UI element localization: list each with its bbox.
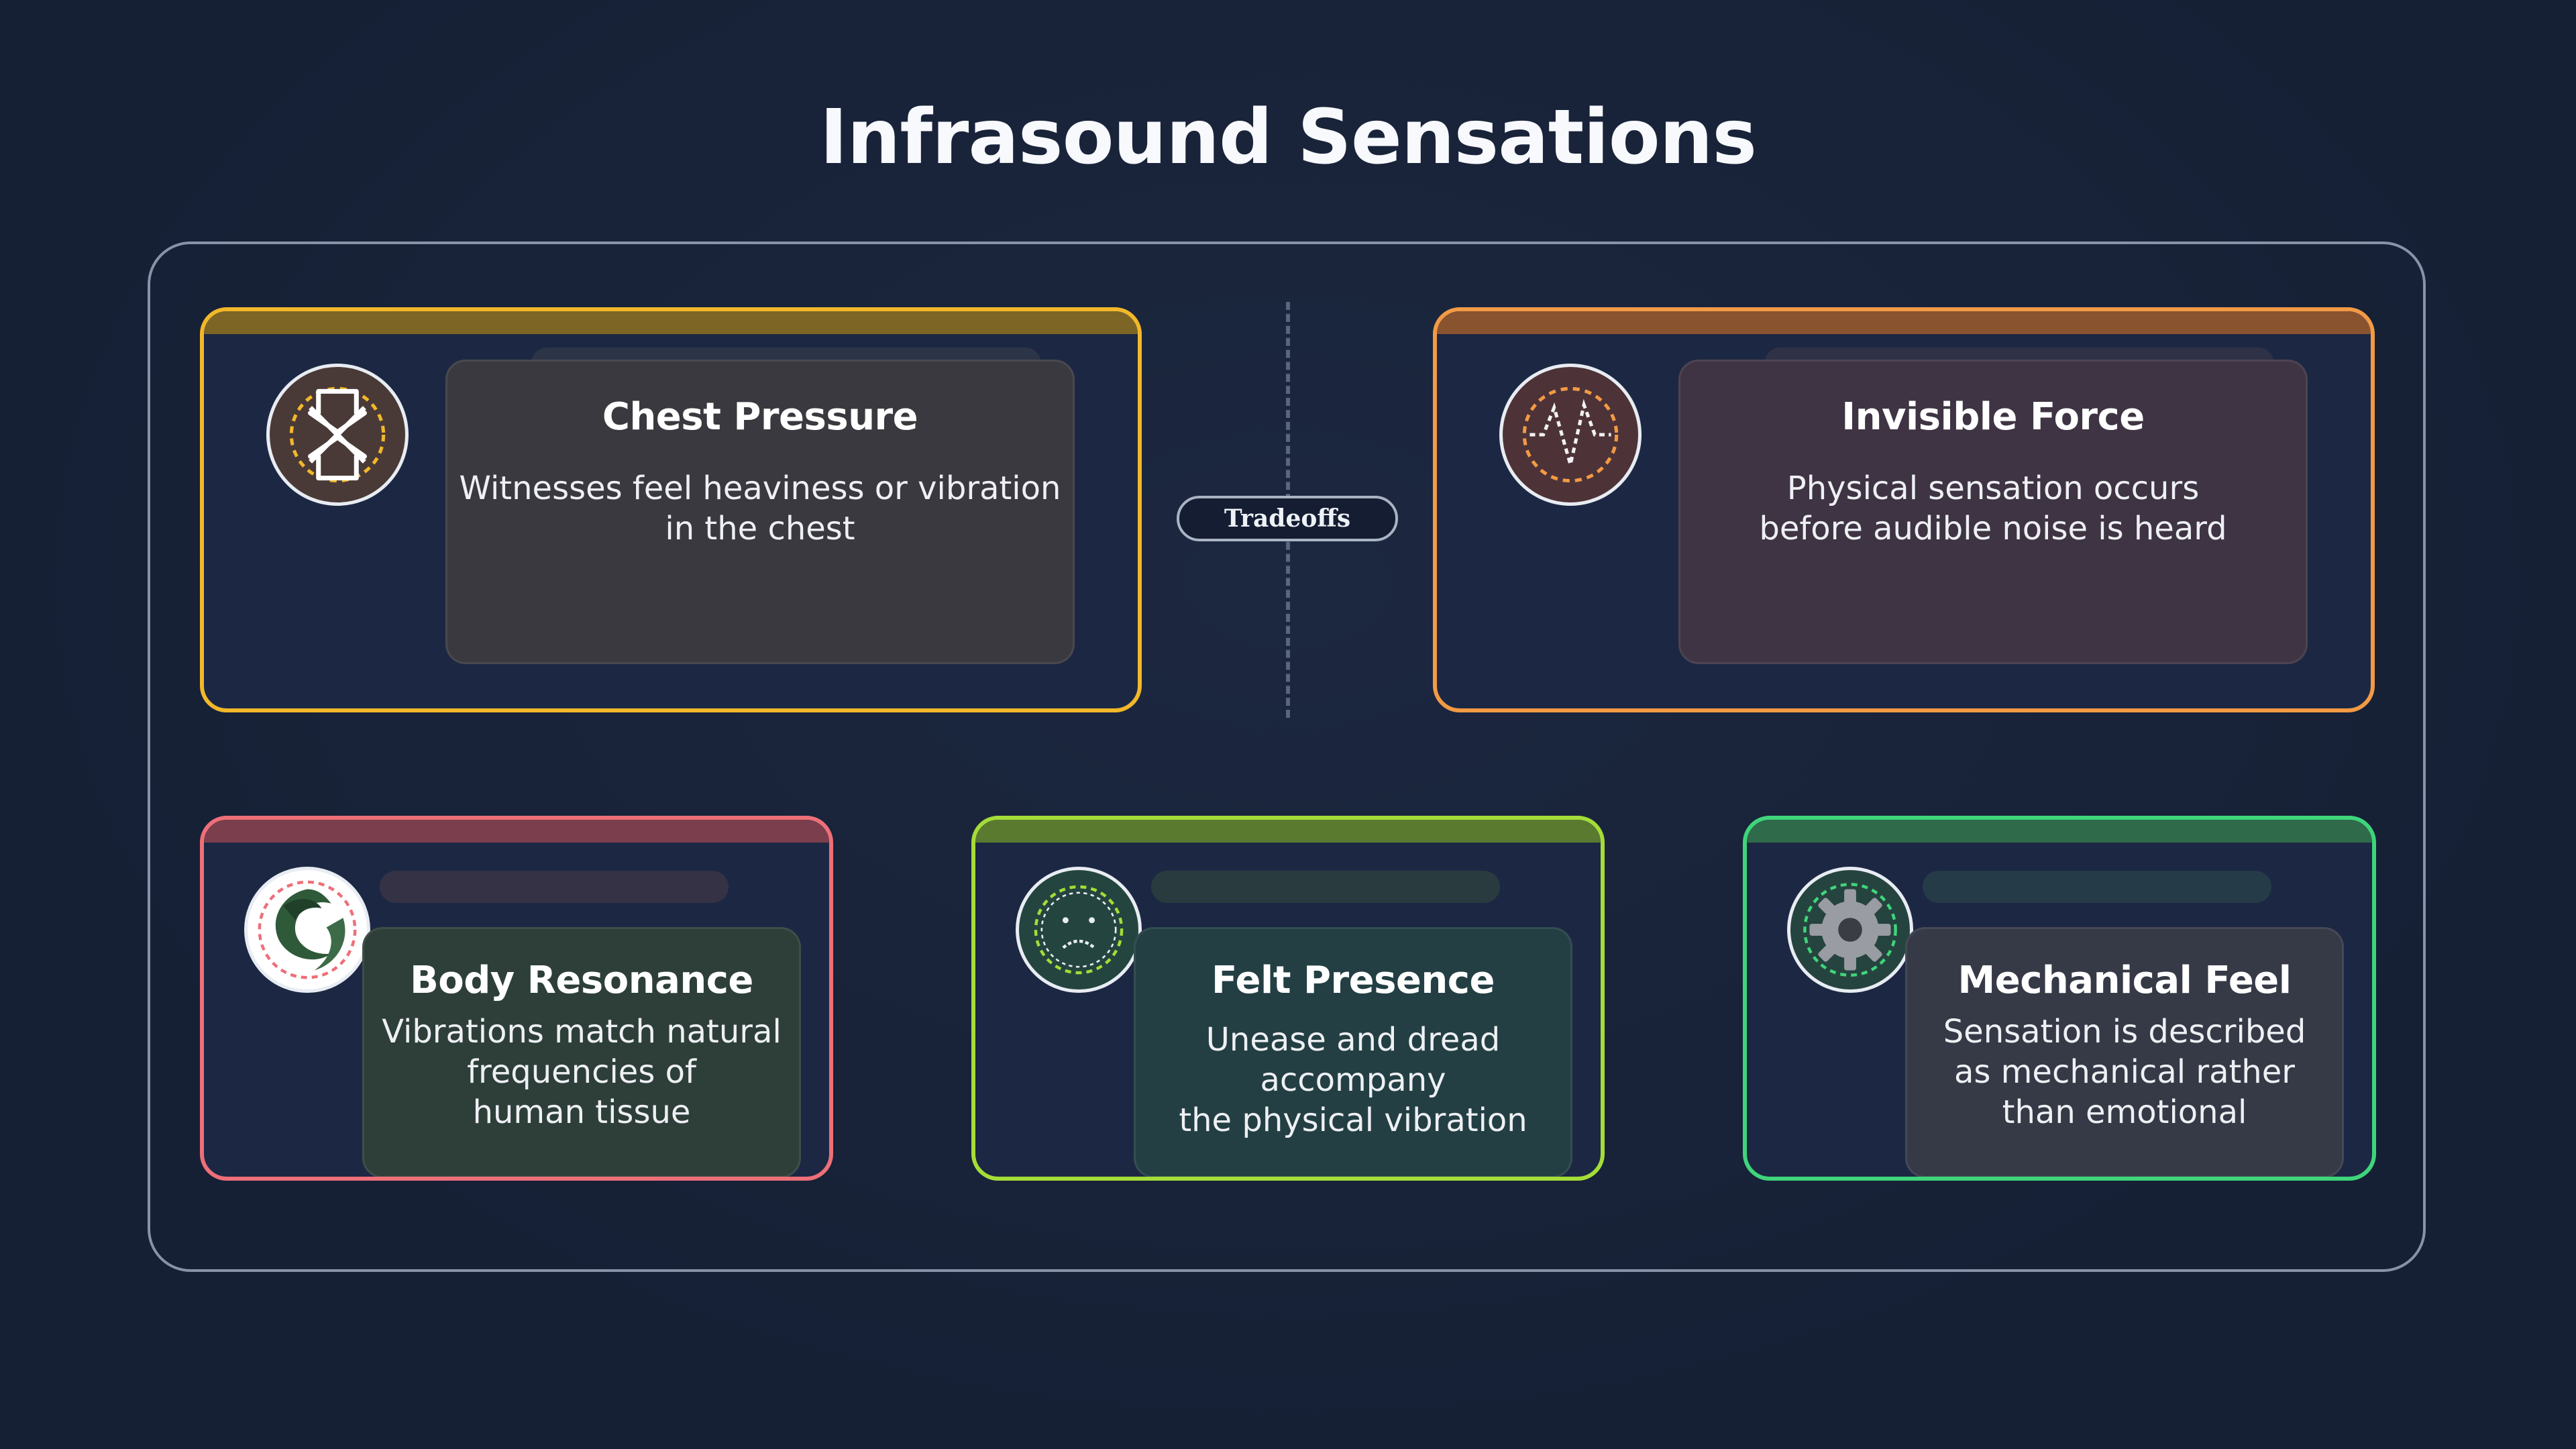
card-felt-presence: Felt Presence Unease and dread accompany…	[971, 816, 1605, 1181]
gear-icon	[1787, 867, 1913, 993]
card-title: Body Resonance	[410, 959, 753, 1002]
card-title: Felt Presence	[1212, 959, 1495, 1002]
card-panel: Chest Pressure Witnesses feel heaviness …	[445, 360, 1075, 664]
card-title: Invisible Force	[1841, 395, 2145, 439]
card-mechanical-feel: Mechanical Feel Sensation is described a…	[1743, 816, 2376, 1181]
card-description: Vibrations match natural frequencies of …	[382, 1013, 782, 1131]
waveform-icon	[1499, 364, 1642, 506]
card-panel: Body Resonance Vibrations match natural …	[362, 927, 801, 1177]
tradeoffs-label: Tradeoffs	[1177, 496, 1398, 541]
swirl-icon	[244, 867, 370, 993]
page-title: Infrasound Sensations	[819, 94, 1757, 181]
frown-face-icon	[1016, 867, 1142, 993]
card-panel: Felt Presence Unease and dread accompany…	[1134, 927, 1572, 1177]
diagram-frame	[148, 241, 2426, 1272]
card-description: Physical sensation occurs before audible…	[1759, 470, 2227, 547]
card-panel: Invisible Force Physical sensation occur…	[1678, 360, 2308, 664]
card-body-resonance: Body Resonance Vibrations match natural …	[200, 816, 833, 1181]
card-title: Chest Pressure	[602, 395, 918, 439]
card-panel: Mechanical Feel Sensation is described a…	[1905, 927, 2344, 1177]
card-description: Unease and dread accompany the physical …	[1179, 1021, 1527, 1139]
card-description: Witnesses feel heaviness or vibration in…	[459, 470, 1061, 547]
card-description: Sensation is described as mechanical rat…	[1943, 1013, 2306, 1131]
card-chest-pressure: Chest Pressure Witnesses feel heaviness …	[200, 307, 1142, 712]
card-invisible-force: Invisible Force Physical sensation occur…	[1433, 307, 2375, 712]
compress-arrows-icon	[266, 364, 409, 506]
card-title: Mechanical Feel	[1957, 959, 2292, 1002]
